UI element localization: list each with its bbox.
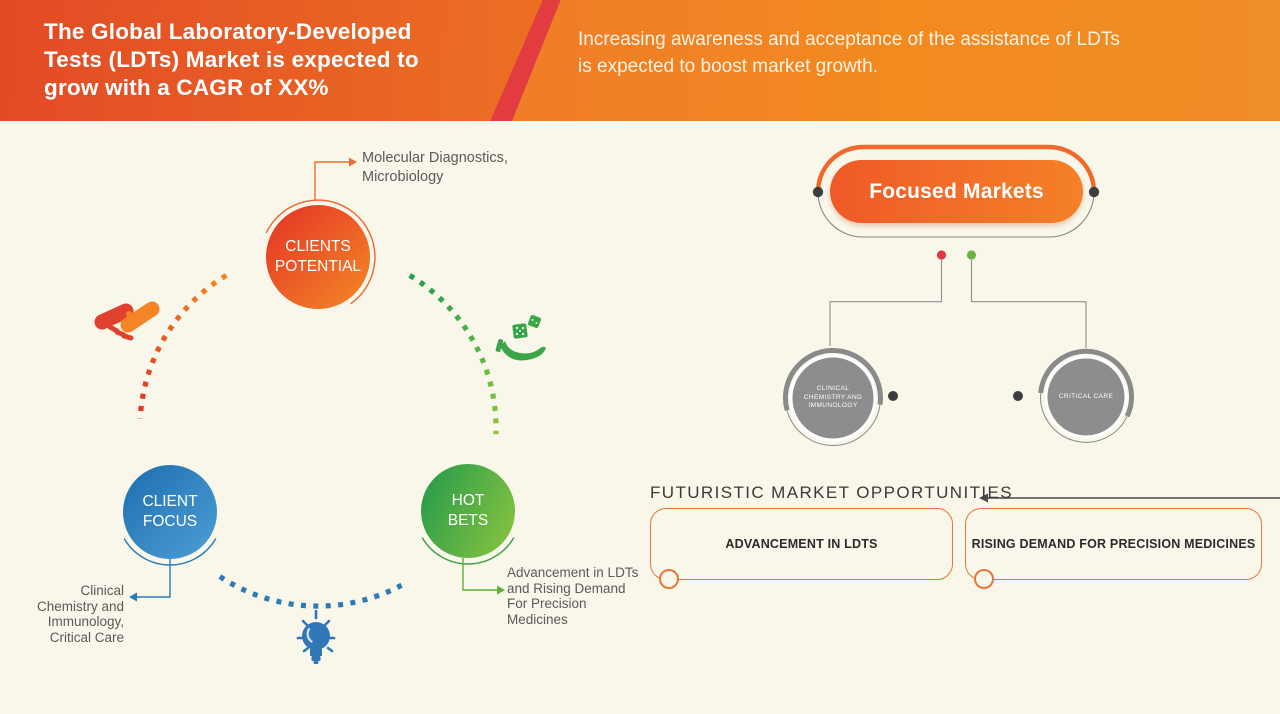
opportunity-box-precision: RISING DEMAND FOR PRECISION MEDICINES: [965, 508, 1262, 589]
banner-headline: The Global Laboratory-Developed Tests (L…: [44, 19, 419, 100]
opportunity-label-precision: RISING DEMAND FOR PRECISION MEDICINES: [971, 537, 1256, 551]
market-dot-left: [888, 391, 898, 401]
handshake-icon: [94, 301, 160, 341]
clients-potential-label: CLIENTS POTENTIAL: [274, 238, 362, 275]
dice-in-hand-icon: [495, 315, 546, 361]
opportunity-label-advancement: ADVANCEMENT IN LDTS: [725, 537, 878, 551]
connector-client-focus: [137, 559, 171, 598]
clients-potential-annotation: Molecular Diagnostics, Microbiology: [362, 150, 508, 185]
client-focus-label: CLIENT FOCUS: [142, 493, 198, 530]
banner-subtext: Increasing awareness and acceptance of t…: [578, 29, 1120, 77]
opportunity-box-advancement: ADVANCEMENT IN LDTS: [650, 508, 953, 589]
tree-dot-red: [936, 250, 947, 260]
banner-left-panel: [0, 0, 543, 121]
client-focus-annotation: Clinical Chemistry and Immunology, Criti…: [36, 583, 124, 645]
focused-markets-decor: [782, 144, 1280, 503]
clients-potential-circle: CLIENTS POTENTIAL: [266, 205, 370, 309]
tree-dot-green: [966, 250, 977, 260]
focused-markets-pill: Focused Markets: [830, 160, 1083, 223]
cycle-diagram-decor: [94, 157, 546, 664]
pill-ring-bottom: [817, 191, 1095, 238]
opportunities-arrowhead: [979, 493, 988, 503]
pill-ring-top: [815, 144, 1097, 193]
pill-ring-dot-right: [1088, 186, 1100, 198]
pill-ring-dot-left: [812, 186, 824, 198]
market-circle-left: [782, 348, 883, 446]
market-label-clinical-chemistry: CLINICAL CHEMISTRY AND IMMUNOLOGY: [803, 385, 863, 409]
arrowhead-client-focus: [129, 592, 137, 602]
tree-connectors: [829, 260, 1087, 348]
banner: The Global Laboratory-Developed Tests (L…: [0, 0, 1280, 121]
market-label-critical-care: CRITICAL CARE: [1058, 393, 1114, 400]
hot-bets-annotation: Advancement in LDTs and Rising Demand Fo…: [507, 565, 639, 627]
connector-clients-potential: [314, 161, 349, 201]
market-circle-right: [1038, 348, 1134, 443]
clients-potential-ring: [265, 199, 376, 305]
opportunities-heading: FUTURISTIC MARKET OPPORTUNITIES: [650, 483, 1013, 502]
arrowhead-clients-potential: [349, 157, 357, 167]
opportunity-box-corner-dot: [974, 569, 994, 589]
client-focus-circle: CLIENT FOCUS: [123, 465, 217, 559]
hot-bets-circle: HOT BETS: [421, 464, 515, 558]
opportunity-box-corner-dot: [659, 569, 679, 589]
dotted-arc-green: [408, 273, 499, 435]
dotted-arc-blue: [218, 574, 403, 609]
connector-hot-bets: [462, 558, 497, 591]
dotted-arc-orange: [137, 273, 228, 419]
market-dot-right: [1013, 391, 1023, 401]
hot-bets-ring: [421, 537, 515, 565]
hot-bets-label: HOT BETS: [447, 492, 489, 529]
lightbulb-icon: [296, 609, 336, 664]
focused-markets-title: Focused Markets: [869, 179, 1044, 203]
arrowhead-hot-bets: [497, 585, 505, 595]
